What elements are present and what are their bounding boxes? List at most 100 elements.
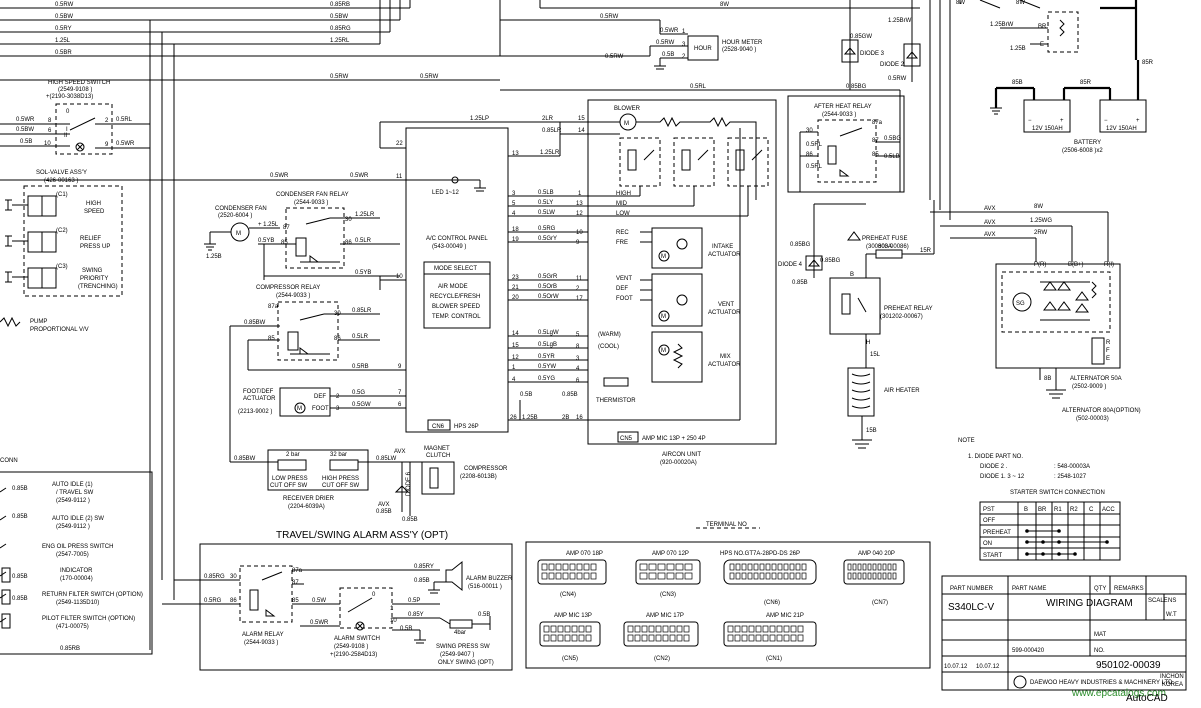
connector-pin (627, 625, 634, 633)
svg-text:1.25B: 1.25B (522, 415, 538, 421)
svg-text:M: M (624, 121, 629, 127)
svg-text:F: F (1106, 348, 1110, 354)
connector-pin (543, 634, 550, 642)
wire-label: 0.85RB (330, 2, 350, 8)
svg-text:M: M (661, 254, 666, 260)
svg-text:6: 6 (576, 378, 580, 384)
svg-text:0.85B: 0.85B (402, 517, 418, 523)
svg-text:3: 3 (336, 406, 340, 412)
connector-pin (877, 563, 882, 571)
svg-text:9: 9 (105, 142, 109, 148)
svg-text:ON: ON (983, 541, 992, 547)
connector-pin (765, 572, 771, 580)
svg-text:85R: 85R (1080, 80, 1092, 86)
svg-text:1.25BrW: 1.25BrW (888, 18, 912, 24)
part-name: WIRING DIAGRAM (1046, 598, 1133, 609)
svg-text:INTAKE: INTAKE (712, 244, 733, 250)
svg-text:0.5RB: 0.5RB (352, 364, 369, 370)
svg-text:(2544-9033 ): (2544-9033 ) (276, 293, 310, 299)
svg-text:ALARM BUZZER: ALARM BUZZER (466, 576, 513, 582)
svg-text:20: 20 (512, 295, 519, 301)
title-block: PART NUMBER S340LC-V PART NAME WIRING DI… (941, 575, 1187, 704)
part-number: S340LC-V (948, 602, 994, 613)
svg-text:0.5RW: 0.5RW (888, 76, 907, 82)
svg-text:0.85B: 0.85B (376, 509, 392, 515)
svg-text:0.5BW: 0.5BW (16, 127, 34, 133)
svg-text:(CN3): (CN3) (660, 592, 676, 598)
ac-control-panel: A/C CONTROL PANEL (543-00049 ) MODE SELE… (379, 116, 588, 433)
svg-text:15B: 15B (866, 428, 877, 434)
connector-pin (729, 572, 735, 580)
svg-text:BR: BR (1038, 507, 1047, 513)
svg-text:0.85RY: 0.85RY (414, 564, 434, 570)
connector-pin (634, 625, 641, 633)
connector-pin (735, 563, 741, 571)
connector-pin (753, 572, 759, 580)
svg-text:AMP 040 20P: AMP 040 20P (858, 551, 895, 557)
svg-text:AMP MIC 17P: AMP MIC 17P (646, 613, 684, 619)
pump-proportional-valve: PUMP PROPORTIONAL V/V (0, 316, 89, 333)
connector-pin (783, 563, 789, 571)
svg-text:(2549-9112 ): (2549-9112 ) (56, 498, 90, 504)
connector-pin (762, 634, 769, 642)
preheat-circuit: PREHEAT FUSE (300603-00086) 300A 15R B H… (778, 200, 935, 449)
svg-text:M: M (236, 231, 241, 237)
connector-pin (789, 572, 795, 580)
svg-text:(2549-9407 ): (2549-9407 ) (440, 652, 474, 658)
svg-text:FOOT: FOOT (312, 406, 329, 412)
svg-text:0.85BW: 0.85BW (244, 320, 266, 326)
svg-text:+ 1.25L: + 1.25L (258, 222, 279, 228)
svg-text:0.5RG: 0.5RG (538, 226, 556, 232)
svg-text:R1: R1 (1054, 507, 1062, 513)
svg-text:(2544-9033 ): (2544-9033 ) (822, 112, 856, 118)
connector-pin (662, 625, 669, 633)
connector-pin (759, 563, 765, 571)
svg-text:CONDENSER FAN: CONDENSER FAN (215, 206, 267, 212)
svg-text:14: 14 (512, 331, 519, 337)
connector-pin (741, 572, 747, 580)
svg-text:A/C CONTROL PANEL: A/C CONTROL PANEL (426, 236, 488, 242)
connector-pin (578, 625, 585, 633)
svg-text:0.85B: 0.85B (12, 514, 28, 520)
connector-pin (564, 625, 571, 633)
svg-text:CONN: CONN (0, 458, 18, 464)
connector-pin (676, 634, 683, 642)
svg-text:9: 9 (576, 240, 580, 246)
svg-text:0.5WR: 0.5WR (116, 141, 135, 147)
connector-pin (585, 625, 592, 633)
svg-text:BATTERY: BATTERY (1074, 140, 1101, 146)
svg-text:0: 0 (66, 109, 70, 115)
svg-text:−: − (1028, 118, 1032, 124)
svg-text:0.85BW: 0.85BW (234, 456, 256, 462)
connector-pin (683, 625, 690, 633)
connector-pin (862, 563, 867, 571)
svg-text:0.5WR: 0.5WR (350, 173, 369, 179)
connector-pin (548, 572, 555, 580)
connector-pin (892, 563, 897, 571)
svg-text:/ TRAVEL SW: / TRAVEL SW (56, 490, 94, 496)
svg-text:+: + (1060, 118, 1064, 124)
wire-label: 0.5BW (55, 14, 73, 20)
high-speed-switch: HIGH SPEED SWITCH (2549-9108 ) +(2190-30… (0, 80, 150, 155)
svg-text:(2208-6013B): (2208-6013B) (460, 474, 497, 480)
connector-pin (657, 563, 666, 571)
svg-text:10: 10 (396, 274, 403, 280)
connector-pin (627, 634, 634, 642)
connector-pin (735, 572, 741, 580)
svg-text:FOOT: FOOT (616, 296, 633, 302)
svg-text:13: 13 (576, 201, 583, 207)
svg-text:0.5GrY: 0.5GrY (538, 236, 557, 242)
svg-text:1.25LR: 1.25LR (355, 212, 375, 218)
svg-text:0.5LR: 0.5LR (355, 238, 372, 244)
svg-text:1: 1 (512, 365, 516, 371)
svg-text:BLOWER: BLOWER (614, 106, 641, 112)
svg-text:INCHON: INCHON (1160, 674, 1184, 680)
svg-text:3: 3 (576, 356, 580, 362)
svg-text:PRIORITY: PRIORITY (80, 276, 108, 282)
svg-text:(543-00049 ): (543-00049 ) (432, 244, 466, 250)
connector-pin (801, 572, 807, 580)
svg-text:10: 10 (390, 618, 397, 624)
high-speed-switch-part: (2549-9108 ) (58, 87, 92, 93)
svg-text:15R: 15R (920, 248, 932, 254)
svg-text:DEF: DEF (314, 394, 326, 400)
